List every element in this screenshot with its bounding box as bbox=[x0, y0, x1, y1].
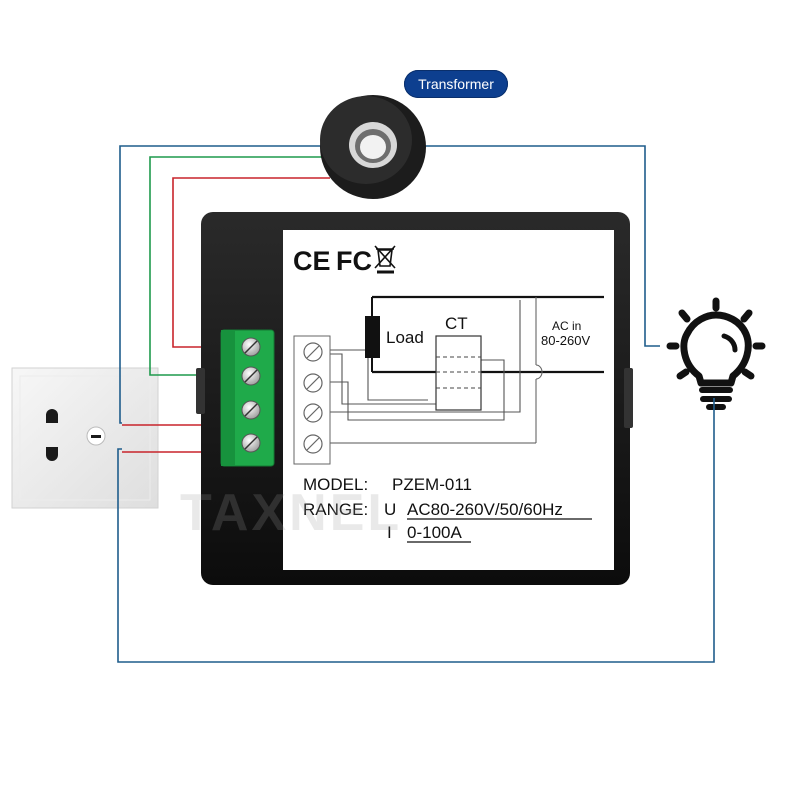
watermark: TAXNEL bbox=[180, 484, 402, 542]
wall-socket-icon bbox=[11, 367, 159, 509]
load-label: Load bbox=[386, 328, 424, 347]
ce-mark: CE bbox=[293, 246, 331, 276]
light-bulb-icon bbox=[666, 297, 766, 410]
fcc-mark: FC bbox=[336, 246, 372, 276]
ct-label: CT bbox=[445, 314, 468, 333]
current-range: 0-100A bbox=[407, 523, 462, 542]
current-symbol: I bbox=[387, 523, 392, 542]
spec-text: MODEL: PZEM-011 RANGE: U AC80-260V/50/60… bbox=[303, 475, 563, 542]
green-terminal-block bbox=[220, 329, 275, 467]
internal-schematic bbox=[318, 295, 604, 444]
ac-in-label: AC in bbox=[552, 319, 581, 333]
neutral-wire bbox=[117, 398, 715, 663]
model-value: PZEM-011 bbox=[392, 475, 472, 494]
model-label: MODEL: bbox=[303, 475, 368, 494]
weee-bin-icon bbox=[374, 245, 396, 274]
ring-core-icon bbox=[320, 95, 426, 199]
ac-range-label: 80-260V bbox=[541, 333, 590, 348]
label-terminal-block bbox=[293, 335, 331, 465]
voltage-range: AC80-260V/50/60Hz bbox=[407, 500, 563, 519]
range-label: RANGE: bbox=[303, 500, 368, 519]
ct-core-lines bbox=[436, 356, 481, 389]
compliance-marks: CE FC bbox=[293, 245, 396, 276]
voltage-symbol: U bbox=[384, 500, 396, 519]
load-resistor bbox=[365, 316, 380, 358]
transformer-badge: Transformer bbox=[404, 70, 508, 98]
ct-coil bbox=[435, 335, 482, 411]
